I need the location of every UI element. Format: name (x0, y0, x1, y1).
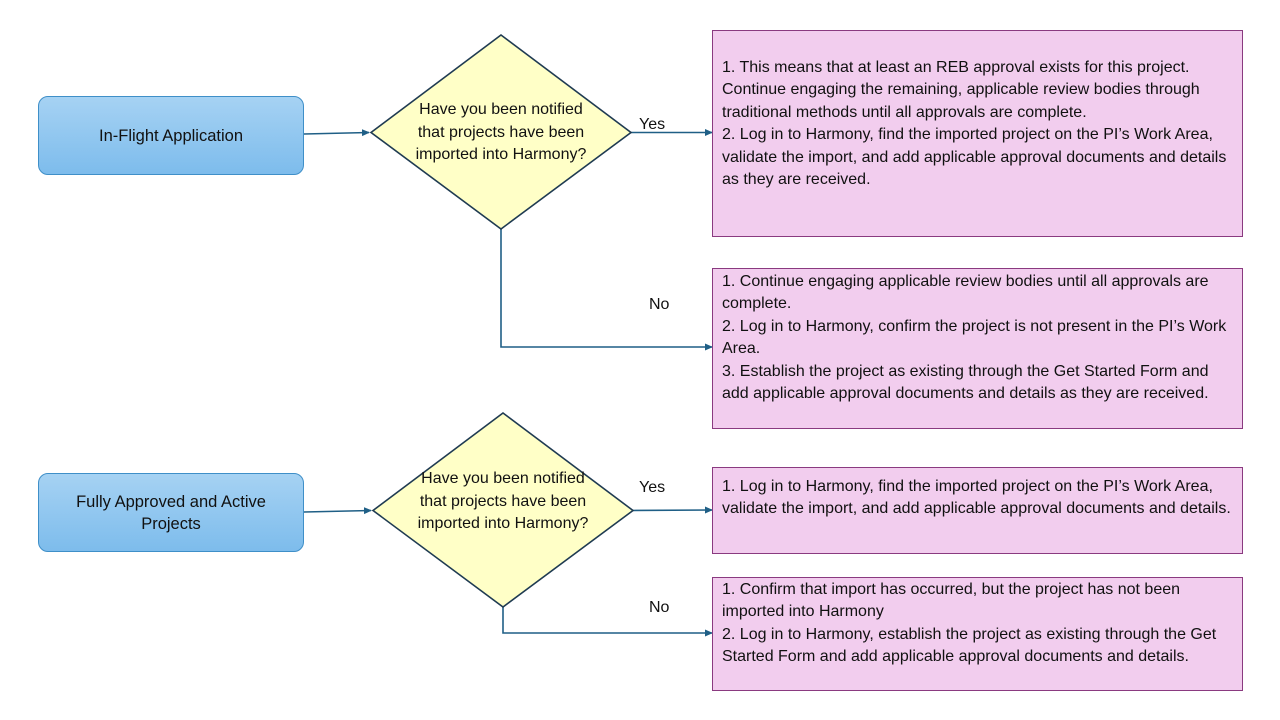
flow1-start-to-decision-arrow (303, 129, 370, 137)
flow1-no-step-3: 3. Establish the project as existing thr… (722, 362, 1209, 403)
flow2-no-arrow (502, 607, 713, 637)
flow1-yes-label: Yes (639, 116, 666, 133)
flow2-yes-outcome-box: 1. Log in to Harmony, find the imported … (712, 467, 1243, 554)
flow2-start-to-decision-arrow (303, 507, 372, 515)
flow1-decision-question: Have you been notified that projects hav… (415, 101, 587, 164)
flow2-no-label: No (649, 599, 670, 616)
flow2-no-outcome-box: 1. Confirm that import has occurred, but… (712, 577, 1243, 691)
flow2-decision-question: Have you been notified that projects hav… (417, 470, 589, 533)
flow1-no-step-1: 1. Continue engaging applicable review b… (722, 273, 1209, 313)
flow1-yes-step-1: 1. This means that at least an REB appro… (722, 59, 1200, 121)
flow1-yes-outcome-box: 1. This means that at least an REB appro… (712, 30, 1243, 237)
flow1-no-outcome-box: 1. Continue engaging applicable review b… (712, 268, 1243, 429)
flow2-yes-arrow (631, 506, 713, 514)
flow2-yes-label: Yes (639, 479, 666, 496)
flow1-no-label: No (649, 296, 670, 313)
flow1-start-node: In-Flight Application (38, 96, 304, 175)
flow1-yes-step-2: 2. Log in to Harmony, find the imported … (722, 126, 1227, 189)
flow2-start-node: Fully Approved and Active Projects (38, 473, 304, 552)
flow2-decision-diamond (371, 412, 635, 608)
flow2-no-step-1: 1. Confirm that import has occurred, but… (722, 581, 1181, 621)
flow1-decision-diamond (369, 34, 633, 230)
flow1-no-step-2: 2. Log in to Harmony, confirm the projec… (722, 317, 1227, 358)
flow1-no-arrow (500, 229, 713, 351)
flow2-no-step-2: 2. Log in to Harmony, establish the proj… (722, 625, 1217, 666)
flow2-yes-step-1: 1. Log in to Harmony, find the imported … (722, 478, 1231, 518)
